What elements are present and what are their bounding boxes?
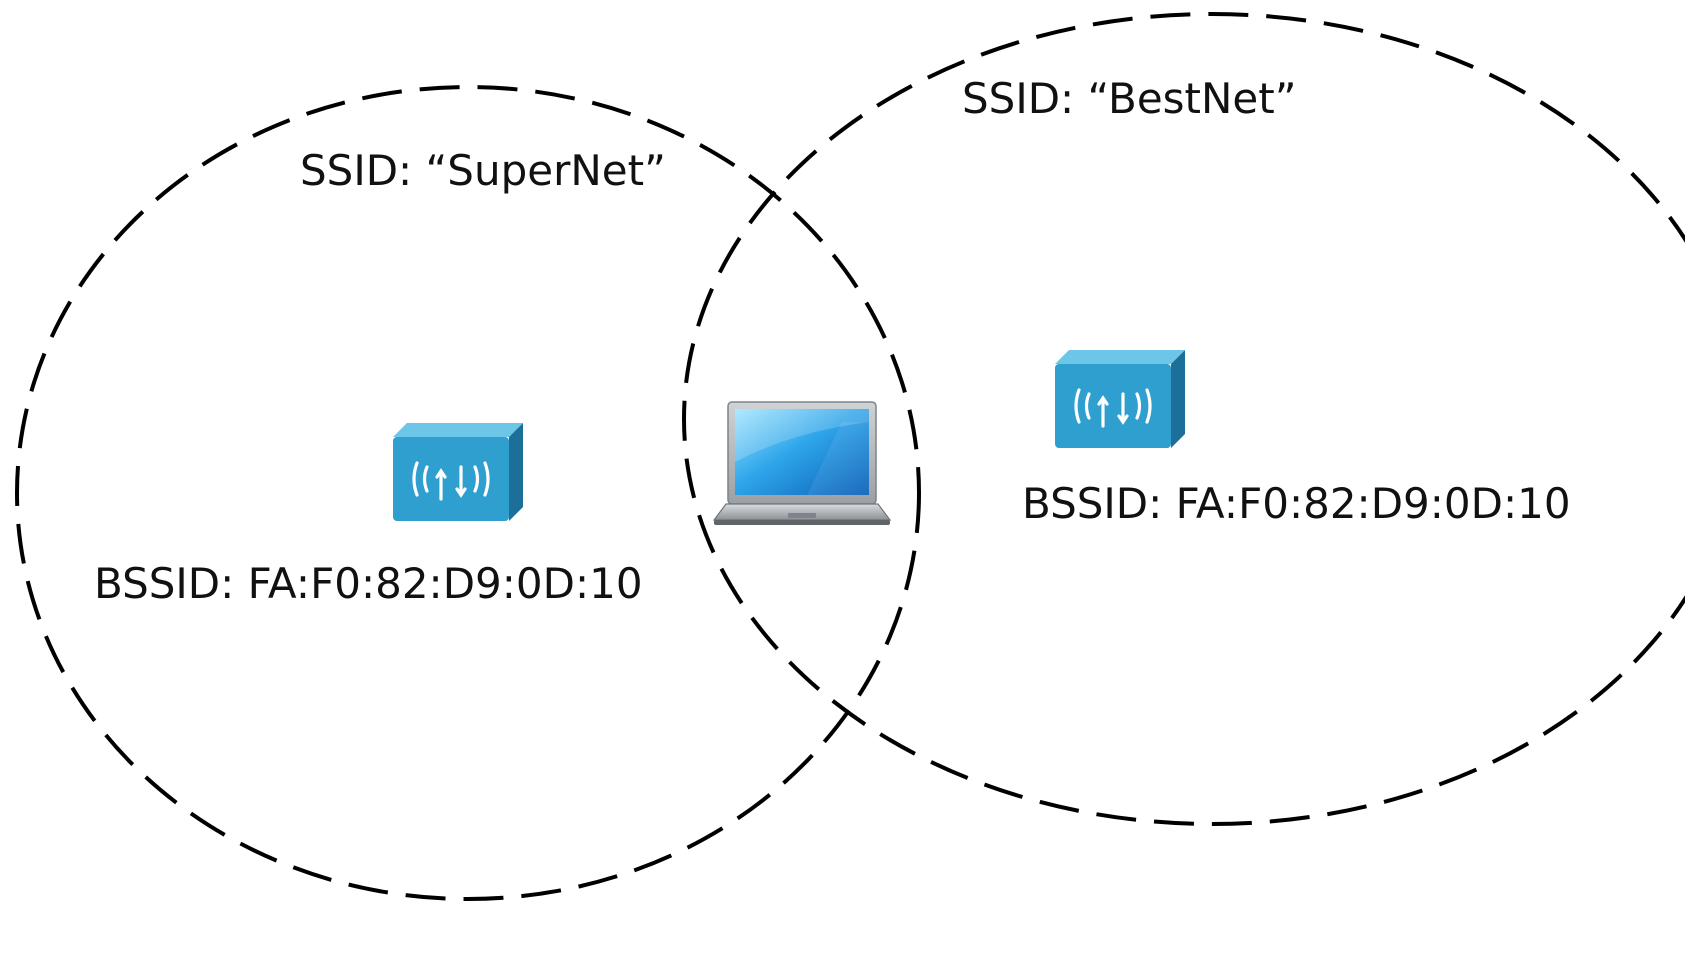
wireless-access-point-icon: [1055, 350, 1185, 448]
supernet-ssid-label: SSID: “SuperNet”: [300, 146, 666, 195]
supernet-coverage-area: [15, 85, 921, 901]
bestnet-ssid-label: SSID: “BestNet”: [962, 74, 1297, 123]
supernet-bssid-label: BSSID: FA:F0:82:D9:0D:10: [94, 559, 643, 608]
wireless-access-point-icon: [393, 423, 523, 521]
bestnet-coverage-area: [682, 12, 1685, 826]
laptop-icon: [712, 401, 892, 525]
bestnet-bssid-label: BSSID: FA:F0:82:D9:0D:10: [1022, 479, 1571, 528]
